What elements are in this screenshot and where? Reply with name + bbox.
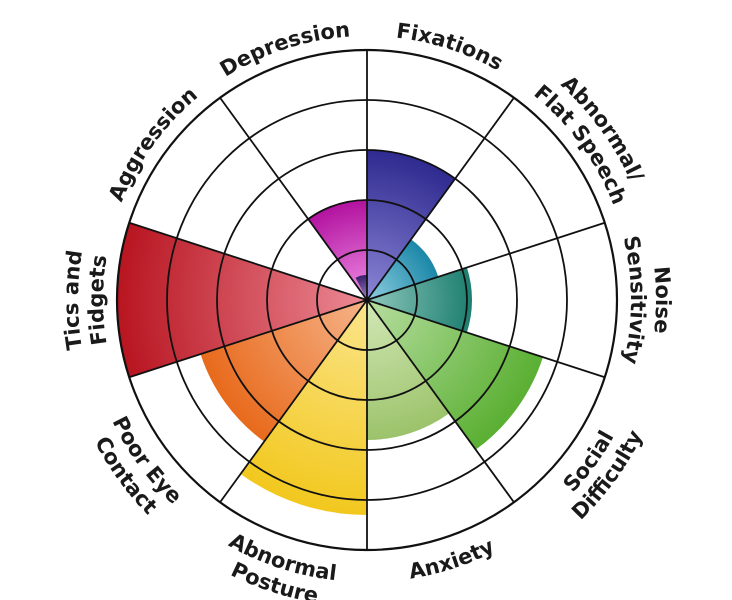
grid-spoke-8: [128, 299, 368, 379]
wedge-poor-eye-contact: [200, 300, 367, 442]
grid-spoke-7: [219, 299, 368, 503]
wedge-abnormal-flat-speech: [367, 239, 439, 300]
grid-spoke-3: [366, 221, 606, 301]
wedge-social-difficulty: [367, 300, 543, 450]
wedge-anxiety: [367, 300, 450, 440]
wedge-tics-and-fidgets: [116, 222, 367, 378]
grid-spoke-5: [366, 299, 515, 503]
grid-layer: [115, 48, 619, 552]
label-line: Fixations: [395, 19, 507, 76]
grid-spoke-4: [366, 299, 606, 379]
label-aggression: Aggression: [104, 82, 202, 204]
wedge-depression: [308, 200, 367, 300]
label-anxiety: Anxiety: [407, 534, 498, 584]
grid-spoke-10: [219, 97, 368, 301]
wedge-abnormal-posture: [240, 300, 367, 515]
label-fixations: Fixations: [395, 19, 507, 76]
label-line: Depression: [216, 17, 351, 81]
wedge-fixations: [367, 150, 456, 300]
label-line: Fidgets: [84, 253, 112, 346]
wedge-noise-sensitivity: [367, 267, 472, 333]
grid-spoke-9: [128, 221, 368, 301]
wedge-inner-accent: [355, 275, 367, 300]
wedges-layer: [116, 150, 543, 515]
grid-spoke-2: [366, 97, 515, 301]
label-line: Noise: [649, 265, 675, 334]
label-line: Anxiety: [407, 534, 498, 584]
label-line: Aggression: [104, 82, 202, 204]
label-line: Tics and: [59, 249, 87, 352]
label-depression: Depression: [216, 17, 351, 81]
label-line: Sensitivity: [619, 234, 650, 367]
